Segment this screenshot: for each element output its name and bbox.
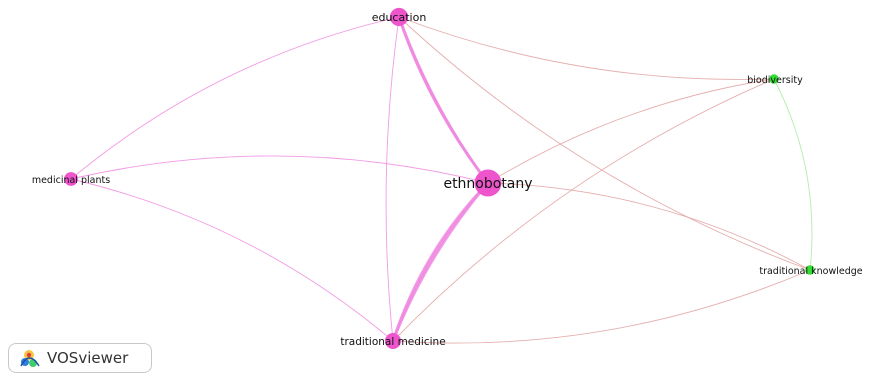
node-traditional-medicine[interactable] <box>385 333 401 349</box>
link-ethnobotany-traditional-knowledge <box>487 182 811 271</box>
vosviewer-badge-label: VOSviewer <box>47 349 129 367</box>
link-ethnobotany-traditional-medicine <box>391 182 490 342</box>
link-ethnobotany-medicinal-plants <box>70 155 489 184</box>
network-edges <box>70 16 813 344</box>
link-biodiversity-traditional-knowledge <box>773 78 813 271</box>
vosviewer-badge[interactable]: VOSviewer <box>8 343 152 373</box>
node-label-medicinal-plants[interactable]: medicinal plants <box>32 175 110 186</box>
link-education-ethnobotany <box>397 16 490 184</box>
link-ethnobotany-traditional-medicine <box>391 182 489 342</box>
link-traditional-medicine-traditional-knowledge <box>392 269 811 344</box>
node-label-biodiversity[interactable]: biodiversity <box>747 75 803 86</box>
link-traditional-medicine-biodiversity <box>392 78 775 342</box>
link-medicinal-plants-traditional-medicine <box>70 178 394 342</box>
link-education-traditional-medicine <box>385 16 400 342</box>
node-education[interactable] <box>389 7 409 27</box>
link-education-biodiversity <box>398 16 775 80</box>
network-labels: education ethnobotany medicinal plants trad… <box>32 11 863 348</box>
node-ethnobotany[interactable] <box>474 169 502 197</box>
node-label-traditional-medicine[interactable]: traditional medicine <box>340 336 445 348</box>
node-label-education[interactable]: education <box>372 11 427 24</box>
link-ethnobotany-traditional-medicine <box>391 182 489 342</box>
node-biodiversity[interactable] <box>769 74 779 84</box>
node-traditional-knowledge[interactable] <box>805 265 815 275</box>
vosviewer-logo-icon <box>20 350 40 367</box>
network-nodes <box>64 7 815 349</box>
node-label-traditional-knowledge[interactable]: traditional knowledge <box>759 266 862 277</box>
link-education-traditional-knowledge <box>398 16 811 271</box>
node-label-ethnobotany[interactable]: ethnobotany <box>443 176 532 192</box>
link-ethnobotany-biodiversity <box>487 78 775 184</box>
link-education-medicinal-plants <box>70 16 400 180</box>
node-medicinal-plants[interactable] <box>64 172 78 186</box>
